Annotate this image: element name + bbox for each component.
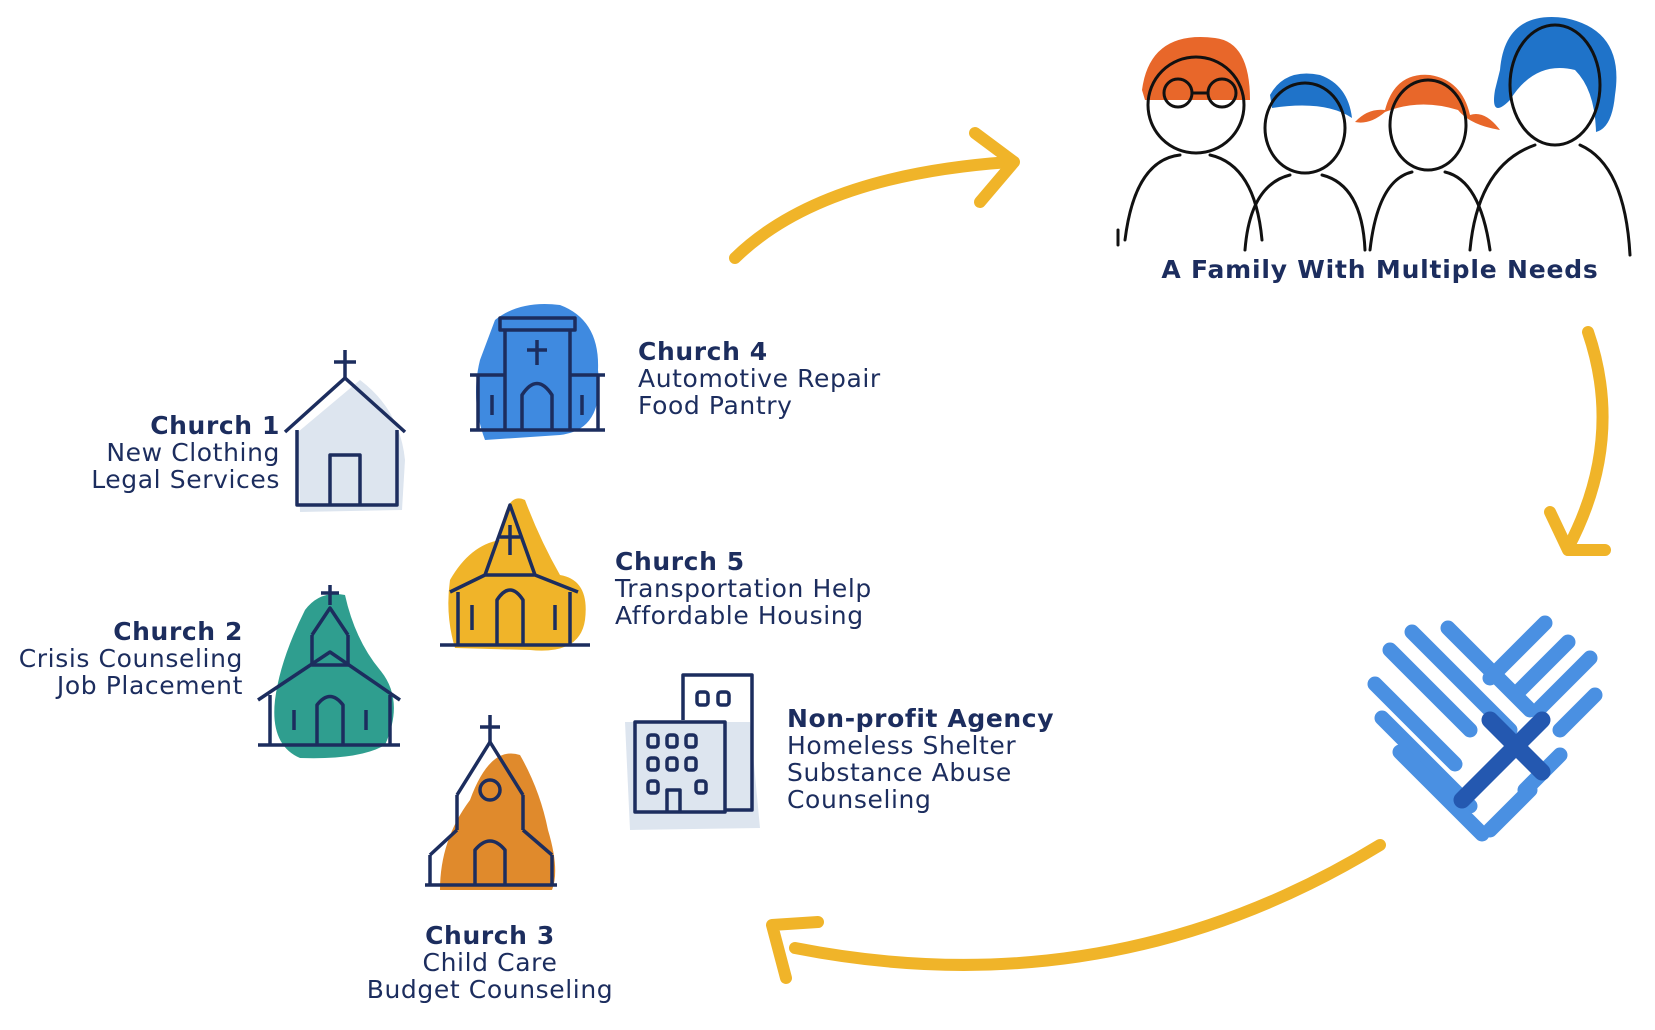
arrow-top: [729, 127, 1020, 264]
family-caption: A Family With Multiple Needs: [1161, 255, 1599, 284]
church-4-title: Church 4: [638, 337, 768, 366]
heart-cross-logo-icon: [1367, 615, 1603, 842]
church-4-icon: [470, 304, 605, 440]
office-building-icon: [625, 673, 760, 830]
agency-title: Non-profit Agency: [787, 704, 1055, 733]
church-2-icon: [257, 585, 401, 759]
church-1-icon: [283, 350, 407, 512]
arrow-bottom: [766, 839, 1386, 984]
family-of-four-icon: [1116, 17, 1632, 257]
church-5-title: Church 5: [615, 547, 745, 576]
church-2-label: Church 2 Crisis Counseling Job Placement: [19, 618, 243, 699]
church-3-icon: [425, 715, 557, 890]
church-3-label: Church 3 Child Care Budget Counseling: [350, 922, 630, 1003]
church-3-service: Budget Counseling: [366, 975, 614, 1004]
agency-label: Non-profit Agency Homeless Shelter Subst…: [787, 705, 1054, 813]
church-5-service: Affordable Housing: [615, 601, 864, 630]
church-4-service: Food Pantry: [638, 391, 793, 420]
church-3-service: Child Care: [422, 948, 558, 977]
church-2-service: Crisis Counseling: [18, 644, 243, 673]
church-1-label: Church 1 New Clothing Legal Services: [91, 412, 280, 493]
agency-service: Homeless Shelter: [787, 731, 1017, 760]
church-3-title: Church 3: [425, 921, 555, 950]
agency-service: Counseling: [787, 785, 932, 814]
church-1-title: Church 1: [150, 411, 280, 440]
church-1-service: New Clothing: [106, 438, 280, 467]
church-2-service: Job Placement: [56, 671, 243, 700]
church-4-label: Church 4 Automotive Repair Food Pantry: [638, 338, 881, 419]
church-5-service: Transportation Help: [615, 574, 872, 603]
church-5-label: Church 5 Transportation Help Affordable …: [615, 548, 872, 629]
church-1-service: Legal Services: [91, 465, 280, 494]
church-4-service: Automotive Repair: [638, 364, 881, 393]
agency-service: Substance Abuse: [787, 758, 1012, 787]
church-2-title: Church 2: [113, 617, 243, 646]
church-5-icon: [440, 498, 590, 651]
arrow-right: [1544, 326, 1611, 556]
